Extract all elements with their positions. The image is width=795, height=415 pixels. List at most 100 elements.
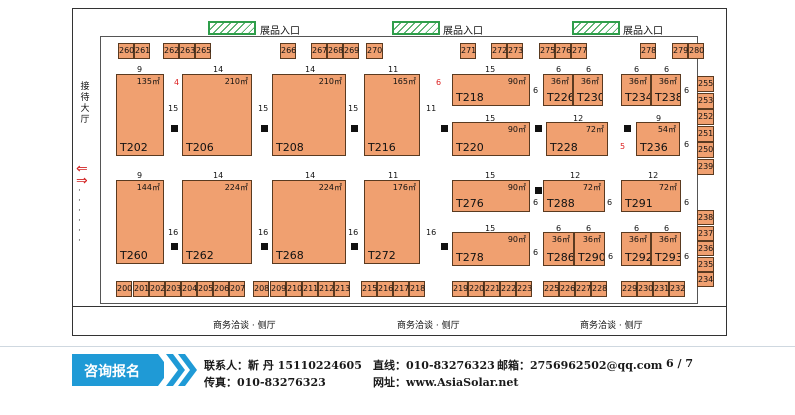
booth-272[interactable]: 272 <box>491 43 507 59</box>
booth-237[interactable]: 237 <box>697 225 714 241</box>
booth-227[interactable]: 227 <box>575 281 591 297</box>
booth-230[interactable]: 230 <box>637 281 653 297</box>
booth-220[interactable]: 220 <box>468 281 484 297</box>
booth-278[interactable]: 278 <box>640 43 656 59</box>
booth-216[interactable]: 216 <box>377 281 393 297</box>
booth-222[interactable]: 222 <box>500 281 516 297</box>
entrance-door-2[interactable] <box>392 21 440 35</box>
booth-239[interactable]: 239 <box>697 158 714 175</box>
booth-229[interactable]: 229 <box>621 281 637 297</box>
pillar <box>261 243 268 250</box>
booth-236[interactable]: 236 <box>697 241 714 256</box>
booth-209[interactable]: 209 <box>270 281 286 297</box>
booth-219[interactable]: 219 <box>452 281 468 297</box>
booth-210[interactable]: 210 <box>286 281 302 297</box>
booth-221[interactable]: 221 <box>484 281 500 297</box>
booth-253[interactable]: 253 <box>697 92 714 109</box>
booth-217[interactable]: 217 <box>393 281 409 297</box>
booth-211[interactable]: 211 <box>302 281 318 297</box>
booth-206[interactable]: 206 <box>213 281 229 297</box>
booth-260[interactable]: 260 <box>118 43 134 59</box>
dim-label: 15 <box>348 104 359 113</box>
booth-202[interactable]: 202 <box>149 281 165 297</box>
booth-228[interactable]: 228 <box>591 281 607 297</box>
entrance-door-1[interactable] <box>208 21 256 35</box>
booth-238[interactable]: 238 <box>697 210 714 225</box>
dim-label: 6 <box>586 224 592 233</box>
dim-label: 14 <box>305 171 316 180</box>
booth-201[interactable]: 201 <box>133 281 149 297</box>
booth-208[interactable]: 208 <box>253 281 269 297</box>
booth-234[interactable]: 234 <box>697 272 714 287</box>
booth-204[interactable]: 204 <box>181 281 197 297</box>
booth-266[interactable]: 266 <box>280 43 296 59</box>
dim-label: 6 <box>533 198 539 207</box>
booth-271[interactable]: 271 <box>460 43 476 59</box>
booth-280[interactable]: 280 <box>688 43 704 59</box>
consult-register-button[interactable]: 咨询报名 <box>72 354 198 386</box>
booth-252[interactable]: 252 <box>697 109 714 125</box>
booth-262[interactable]: 262 <box>163 43 179 59</box>
booth-268[interactable]: 268 <box>327 43 343 59</box>
booth-270[interactable]: 270 <box>366 43 383 59</box>
booth-232[interactable]: 232 <box>669 281 685 297</box>
booth-212[interactable]: 212 <box>318 281 334 297</box>
booth-213[interactable]: 213 <box>334 281 350 297</box>
booth-250[interactable]: 250 <box>697 142 714 158</box>
booth-267[interactable]: 267 <box>311 43 327 59</box>
booth-207[interactable]: 207 <box>229 281 245 297</box>
booth-276[interactable]: 276 <box>555 43 571 59</box>
booth-200[interactable]: 200 <box>116 281 132 297</box>
booth-277[interactable]: 277 <box>571 43 587 59</box>
booth-235[interactable]: 235 <box>697 256 714 272</box>
booth-279[interactable]: 279 <box>672 43 688 59</box>
booth-251[interactable]: 251 <box>697 125 714 142</box>
booth-263[interactable]: 263 <box>179 43 195 59</box>
booth-255[interactable]: 255 <box>697 76 714 92</box>
booth-231[interactable]: 231 <box>653 281 669 297</box>
booth-275[interactable]: 275 <box>539 43 555 59</box>
pillar <box>441 243 448 250</box>
booth-203[interactable]: 203 <box>165 281 181 297</box>
booth-225[interactable]: 225 <box>543 281 559 297</box>
booth-273[interactable]: 273 <box>507 43 523 59</box>
booth-223[interactable]: 223 <box>516 281 532 297</box>
booth-205[interactable]: 205 <box>197 281 213 297</box>
booth-269[interactable]: 269 <box>343 43 359 59</box>
booth-265[interactable]: 265 <box>195 43 211 59</box>
lounge-label-2: 商务洽谈 · 侧厅 <box>397 321 460 331</box>
booth-215[interactable]: 215 <box>361 281 377 297</box>
entrance-door-3[interactable] <box>572 21 620 35</box>
booth-261[interactable]: 261 <box>134 43 150 59</box>
dim-label: 15 <box>168 104 179 113</box>
booth-226[interactable]: 226 <box>559 281 575 297</box>
website-link[interactable]: 网址：www.AsiaSolar.net <box>373 376 519 389</box>
email-address[interactable]: 邮箱：2756962502@qq.com <box>497 359 663 372</box>
booth-218[interactable]: 218 <box>409 281 425 297</box>
dim-label: 6 <box>436 78 442 87</box>
